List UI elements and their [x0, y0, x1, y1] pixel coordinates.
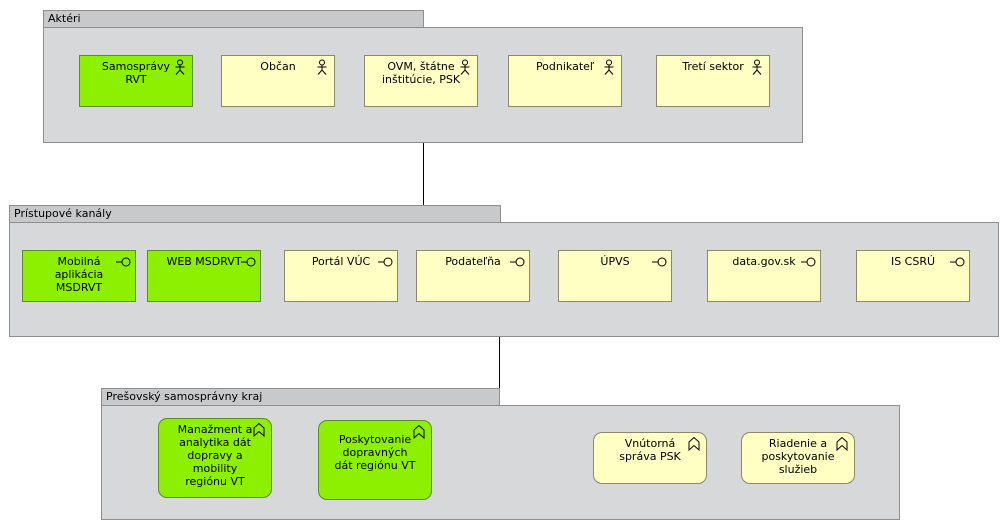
channel-label: Mobilná aplikácia MSDRVT — [54, 255, 104, 294]
channel-web-msdrvt[interactable]: WEB MSDRVT — [147, 250, 261, 302]
actor-icon — [317, 59, 327, 75]
interface-icon — [652, 257, 667, 267]
channel-data-gov-sk[interactable]: data.gov.sk — [707, 250, 821, 302]
actor-label: Občan — [260, 60, 296, 73]
channel-portal-vuc[interactable]: Portál VÚC — [284, 250, 398, 302]
channel-podatelna[interactable]: Podateľňa — [416, 250, 530, 302]
actor-treti-sektor[interactable]: Tretí sektor — [656, 55, 770, 107]
actor-icon — [752, 59, 762, 75]
function-icon — [688, 436, 700, 452]
actor-icon — [175, 59, 185, 75]
channel-label: data.gov.sk — [732, 255, 796, 268]
interface-icon — [950, 257, 965, 267]
function-icon — [253, 422, 265, 438]
interface-icon — [241, 257, 256, 267]
channel-label: WEB MSDRVT — [166, 255, 242, 268]
channel-label: Podateľňa — [445, 255, 501, 268]
region-group-title: Prešovský samosprávny kraj — [101, 388, 500, 406]
actor-ovm[interactable]: OVM, štátne inštitúcie, PSK — [364, 55, 478, 107]
function-label: Poskytovanie dopravných dát regiónu VT — [334, 433, 416, 472]
channels-group-title: Prístupové kanály — [9, 205, 501, 223]
connector-actors-channels — [423, 143, 424, 223]
function-label: Vnútorná správa PSK — [619, 437, 681, 463]
interface-icon — [801, 257, 816, 267]
function-icon — [413, 424, 425, 440]
channel-upvs[interactable]: ÚPVS — [558, 250, 672, 302]
function-label: Riadenie a poskytovanie služieb — [761, 437, 835, 476]
actor-icon — [460, 59, 470, 75]
interface-icon — [116, 257, 131, 267]
actor-label: Podnikateľ — [535, 60, 595, 73]
function-poskytovanie-dat[interactable]: Poskytovanie dopravných dát regiónu VT — [318, 420, 432, 500]
function-icon — [836, 436, 848, 452]
actor-podnikatel[interactable]: Podnikateľ — [508, 55, 622, 107]
interface-icon — [510, 257, 525, 267]
channel-label: Portál VÚC — [311, 255, 371, 268]
actor-samospravy-rvt[interactable]: Samosprávy RVT — [79, 55, 193, 107]
function-manazment-analytika[interactable]: Manažment a analytika dát dopravy a mobi… — [158, 418, 272, 498]
channel-mobilna-aplikacia[interactable]: Mobilná aplikácia MSDRVT — [22, 250, 136, 302]
actor-icon — [604, 59, 614, 75]
actor-label: Tretí sektor — [682, 60, 744, 73]
function-label: Manažment a analytika dát dopravy a mobi… — [177, 423, 253, 488]
channel-label: IS CSRÚ — [890, 255, 936, 268]
actor-obcan[interactable]: Občan — [221, 55, 335, 107]
actors-group-title: Aktéri — [43, 10, 424, 28]
function-riadenie-sluzieb[interactable]: Riadenie a poskytovanie služieb — [741, 432, 855, 484]
channel-is-csru[interactable]: IS CSRÚ — [856, 250, 970, 302]
function-vnutorna-sprava[interactable]: Vnútorná správa PSK — [593, 432, 707, 484]
channel-label: ÚPVS — [600, 255, 630, 268]
actor-label: Samosprávy RVT — [101, 60, 171, 86]
actor-label: OVM, štátne inštitúcie, PSK — [381, 60, 461, 86]
interface-icon — [378, 257, 393, 267]
connector-channels-region — [499, 337, 500, 389]
